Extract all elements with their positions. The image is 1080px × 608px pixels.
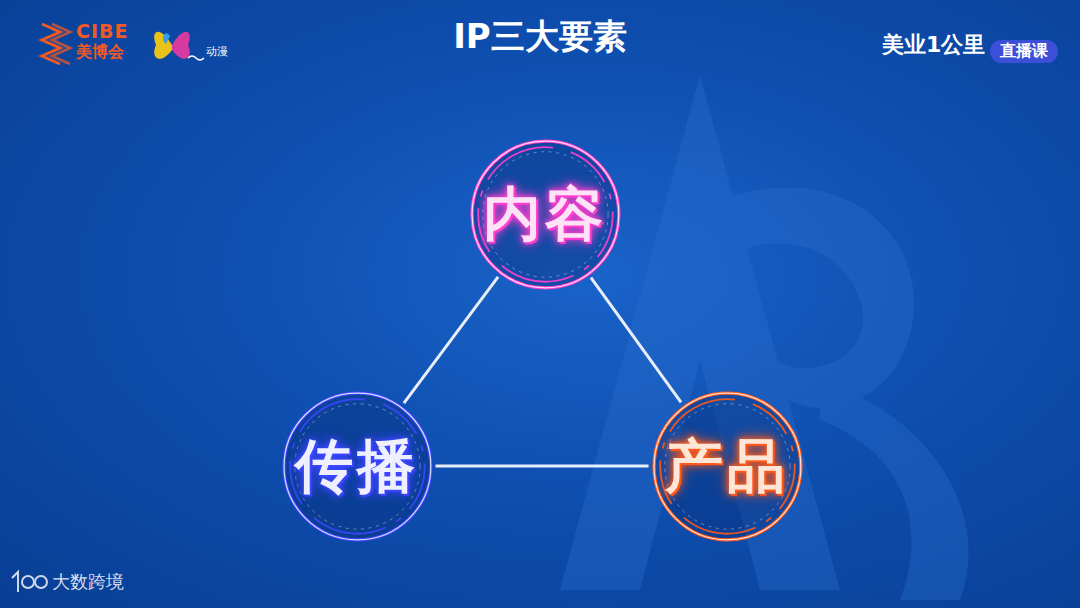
logo-text: 美博会 [76, 42, 124, 63]
badge-text: 直播课 [990, 40, 1058, 63]
connector-line [435, 464, 648, 467]
connector-line [404, 277, 498, 403]
watermark-logo [560, 75, 969, 600]
node-label: 传播 [295, 437, 419, 495]
butterfly-icon [154, 32, 204, 60]
brand-text: 美业1公里 [882, 30, 985, 60]
watermark-text: 大数跨境 [52, 570, 124, 594]
logo-text: CIBE [76, 20, 128, 42]
circle-node: 产品 [651, 390, 804, 543]
connector-line [591, 278, 681, 403]
circle-node: 内容 [469, 138, 622, 291]
node-label: 产品 [665, 437, 789, 495]
circle-node: 传播 [281, 390, 434, 543]
cibe-icon [42, 24, 70, 64]
logo-text: 动漫 [206, 44, 228, 59]
dashu-icon [12, 572, 47, 592]
node-label: 内容 [483, 185, 607, 243]
